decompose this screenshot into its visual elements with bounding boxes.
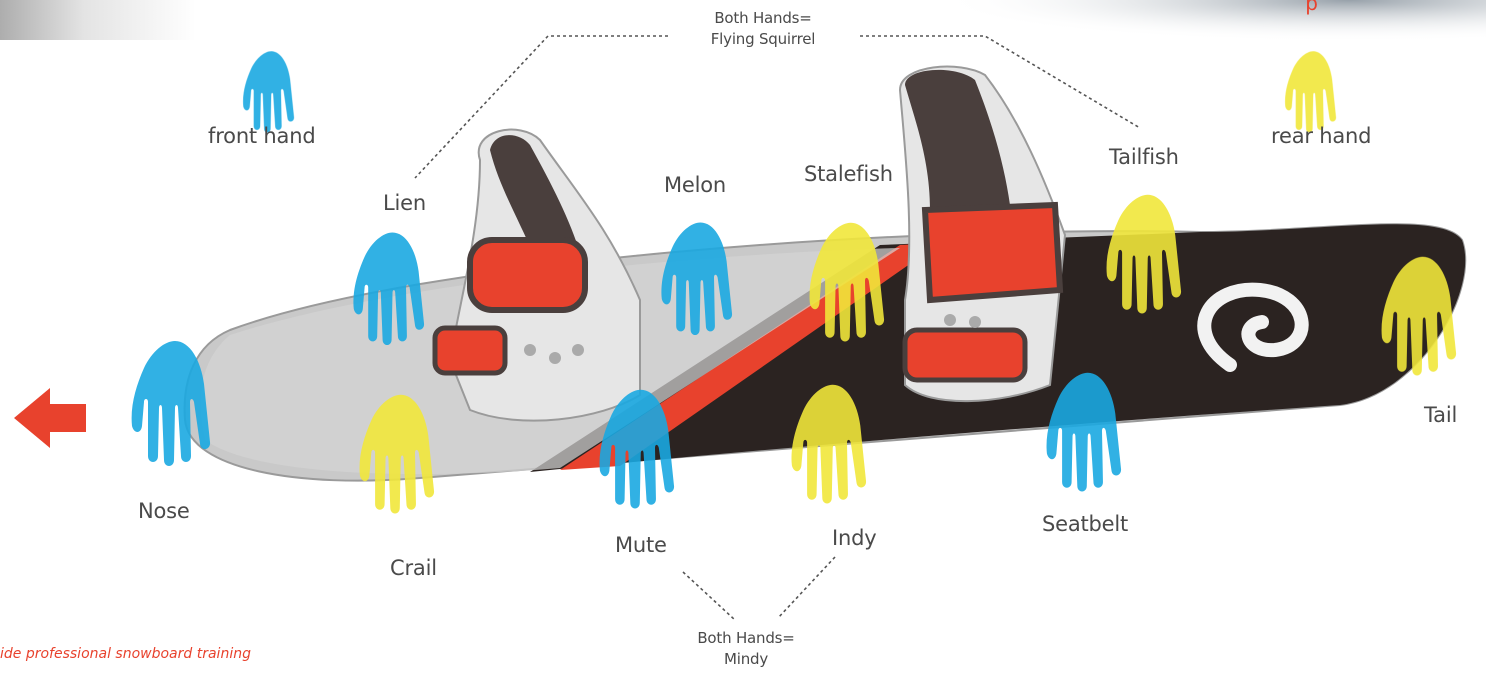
sky-band-right [800,0,1486,70]
top-right-caption: p [1305,0,1318,15]
hand-icon [243,51,294,132]
sky-band-left [0,0,560,40]
arrow-left-icon [14,388,86,448]
stalefish-label: Stalefish [804,162,893,186]
tailfish-label: Tailfish [1109,145,1179,169]
flying-squirrel-line1: Both Hands= [688,8,838,29]
nose-label: Nose [138,499,190,523]
crail-label: Crail [390,556,437,580]
mindy-line2: Mindy [686,649,806,670]
tail-label: Tail [1424,403,1457,427]
binding-icon [900,67,1065,402]
front-hand-label: front hand [208,124,315,148]
mindy-label: Both Hands= Mindy [686,628,806,670]
seatbelt-label: Seatbelt [1042,512,1128,536]
mindy-line1: Both Hands= [686,628,806,649]
mute-label: Mute [615,533,667,557]
melon-label: Melon [664,173,726,197]
rear-hand-label: rear hand [1271,124,1371,148]
indy-label: Indy [832,526,876,550]
lien-label: Lien [383,191,426,215]
flying-squirrel-label: Both Hands= Flying Squirrel [688,8,838,50]
bottom-left-caption: ide professional snowboard training [0,646,251,662]
binding-icon [435,130,640,421]
flying-squirrel-line2: Flying Squirrel [688,29,838,50]
